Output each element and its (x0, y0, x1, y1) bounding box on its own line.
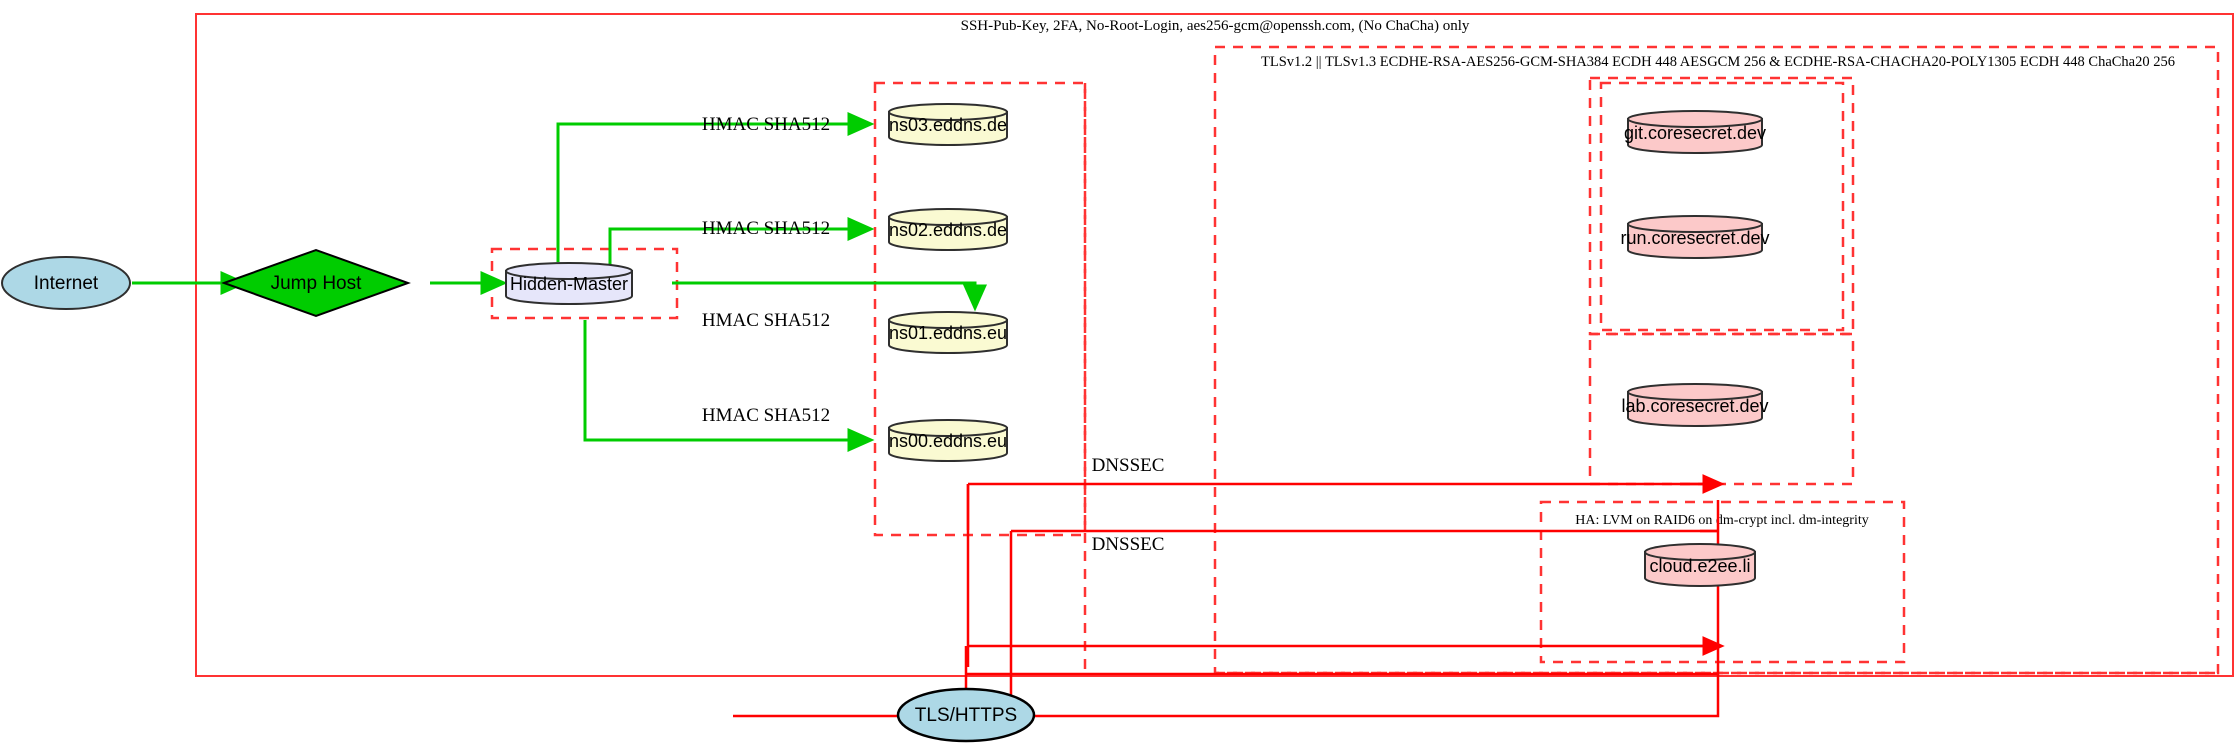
edge-label-hmac-ns01: HMAC SHA512 (702, 310, 830, 331)
node-ns02[interactable]: ns02.eddns.de (888, 208, 1008, 251)
node-lab-top (1627, 383, 1763, 401)
node-ns01-top (888, 311, 1008, 329)
node-git-label: git.coresecret.dev (1624, 123, 1766, 143)
edge-label-hmac-ns03: HMAC SHA512 (702, 114, 830, 135)
node-cloud-top (1644, 543, 1756, 561)
node-run-label: run.coresecret.dev (1620, 228, 1769, 248)
node-ns03-body (888, 111, 1008, 146)
node-jump-host[interactable]: Jump Host (221, 248, 411, 318)
node-jump-host-shape (221, 248, 411, 318)
node-hidden-master-top (505, 262, 633, 280)
edge-label-hmac-ns02: HMAC SHA512 (702, 218, 830, 239)
node-run-top (1627, 215, 1763, 233)
cluster-eddns-box (873, 81, 1087, 537)
edge-hiddenmaster-to-ns02 (608, 217, 875, 265)
node-hidden-master-label: Hidden-Master (510, 274, 628, 294)
node-tls-https[interactable]: TLS/HTTPS (896, 687, 1036, 743)
node-internet-label: Internet (34, 273, 99, 294)
cluster-ha-label: HA: LVM on RAID6 on dm-crypt incl. dm-in… (1575, 513, 1868, 528)
node-lab-body (1627, 391, 1763, 427)
node-git-coresecret[interactable]: git.coresecret.dev (1624, 110, 1766, 154)
node-hidden-master-body (505, 270, 633, 305)
node-hidden-master[interactable]: Hidden-Master (505, 262, 633, 305)
edge-label-hmac-ns00: HMAC SHA512 (702, 405, 830, 426)
node-ns01[interactable]: ns01.eddns.eu (888, 311, 1008, 354)
node-tls-https-label: TLS/HTTPS (915, 705, 1017, 726)
node-internet[interactable]: Internet (1, 256, 131, 310)
node-ns02-label: ns02.eddns.de (889, 220, 1007, 240)
edge-tls-right (1011, 500, 1720, 718)
cluster-coresecret-inner-box (1599, 81, 1845, 332)
node-cloud-body (1644, 551, 1756, 587)
node-git-top (1627, 110, 1763, 128)
node-tls-https-shape (896, 687, 1036, 743)
node-ns03[interactable]: ns03.eddns.de (888, 103, 1008, 146)
node-git-body (1627, 118, 1763, 154)
edge-hiddenmaster-to-ns01 (672, 281, 987, 312)
node-cloud-label: cloud.e2ee.li (1649, 556, 1750, 576)
node-ns00[interactable]: ns00.eddns.eu (888, 419, 1008, 462)
edge-label-dnssec-top: DNSSEC (1092, 455, 1165, 476)
edge-label-dnssec-bottom: DNSSEC (1092, 534, 1165, 555)
node-run-coresecret[interactable]: run.coresecret.dev (1620, 215, 1770, 259)
node-ns03-label: ns03.eddns.de (889, 115, 1007, 135)
cluster-ssh-label: SSH-Pub-Key, 2FA, No-Root-Login, aes256-… (961, 18, 1470, 34)
node-cloud-e2ee[interactable]: cloud.e2ee.li (1644, 543, 1756, 587)
node-ns00-label: ns00.eddns.eu (889, 431, 1007, 451)
node-ns01-label: ns01.eddns.eu (889, 323, 1007, 343)
edge-hiddenmaster-to-ns03 (556, 112, 875, 262)
node-ns02-body (888, 216, 1008, 251)
node-internet-shape (1, 256, 131, 310)
node-ns00-top (888, 419, 1008, 437)
cluster-tls-label: TLSv1.2 || TLSv1.3 ECDHE-RSA-AES256-GCM-… (1261, 54, 2175, 70)
node-ns00-body (888, 427, 1008, 462)
node-jump-host-label: Jump Host (271, 273, 363, 294)
edge-hiddenmaster-to-ns00 (583, 320, 875, 452)
cluster-ha-box (1539, 500, 1906, 664)
cluster-ssh-box (195, 13, 2234, 677)
node-ns02-top (888, 208, 1008, 226)
node-run-body (1627, 223, 1763, 259)
node-lab-coresecret[interactable]: lab.coresecret.dev (1621, 383, 1769, 427)
node-lab-label: lab.coresecret.dev (1621, 396, 1768, 416)
node-ns01-body (888, 319, 1008, 354)
node-ns03-top (888, 103, 1008, 121)
